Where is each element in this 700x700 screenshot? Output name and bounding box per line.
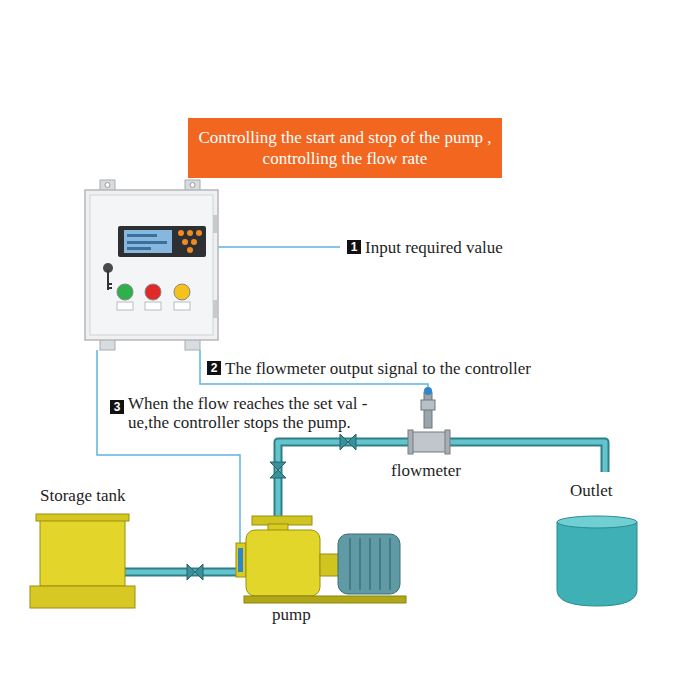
flowmeter-symbol	[408, 387, 450, 454]
part-label: flowmeter	[391, 461, 461, 480]
part-label: pump	[272, 605, 311, 624]
banner-text: Controlling the start and stop of the pu…	[196, 127, 494, 169]
leader-line	[206, 246, 340, 248]
callout-text: Input required value	[365, 238, 503, 257]
callout-number: 1	[347, 240, 361, 254]
storage-tank-drawing	[30, 514, 135, 608]
controller-cabinet	[85, 180, 218, 350]
callout-number: 3	[110, 400, 124, 414]
pump-drawing	[236, 516, 406, 603]
callout-text: When the flow reaches the set val -ue,th…	[128, 394, 400, 432]
callout-number: 2	[207, 361, 221, 375]
part-label: Outlet	[570, 481, 613, 500]
part-label: Storage tank	[40, 486, 125, 505]
callout-text: The flowmeter output signal to the contr…	[225, 359, 531, 378]
title-banner: Controlling the start and stop of the pu…	[188, 118, 502, 178]
outlet-bucket	[557, 516, 637, 606]
